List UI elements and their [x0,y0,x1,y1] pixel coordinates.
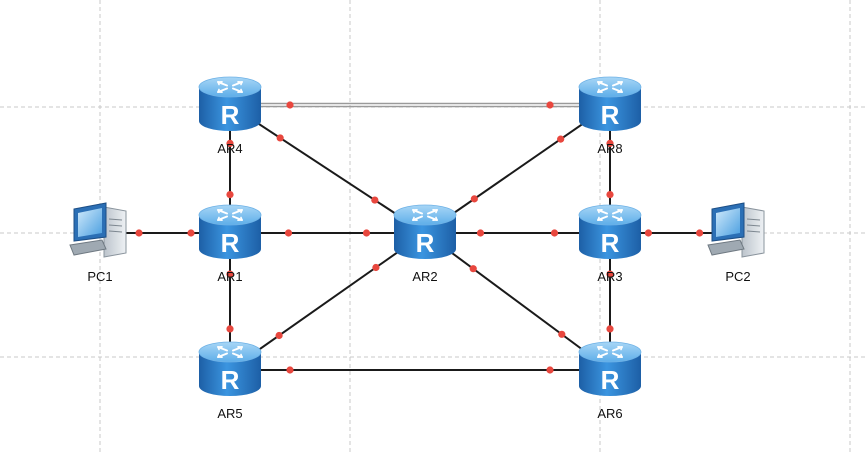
port-dot [546,101,554,109]
port-dot [606,270,614,278]
port-dot [550,229,559,237]
port-dot [606,139,614,147]
port-dot [226,325,234,333]
port-dot [546,366,554,374]
router-r-glyph: R [601,228,620,258]
router-r-glyph: R [221,100,240,130]
port-dot [286,101,294,109]
router-icon: R [578,76,642,131]
port-dot [469,265,477,273]
port-dot [476,229,485,237]
port-dot [362,229,371,237]
device-ar8[interactable]: R AR8 [578,76,642,156]
port-dot [557,135,565,143]
router-icon: R [393,204,457,259]
router-icon: R [198,204,262,259]
port-dot [558,330,566,338]
port-dot [606,191,614,199]
device-ar2[interactable]: R AR2 [393,204,457,284]
port-dot [644,229,653,237]
port-dot [606,325,614,333]
link-ar2-ar5[interactable] [229,232,426,371]
router-r-glyph: R [601,100,620,130]
device-label-ar4: AR4 [217,141,242,156]
device-label-ar8: AR8 [597,141,622,156]
port-dots-layer [135,101,704,374]
device-ar5[interactable]: R AR5 [198,341,262,421]
device-label-pc2: PC2 [725,269,750,284]
port-dot [372,263,380,272]
router-icon: R [198,341,262,396]
router-r-glyph: R [416,228,435,258]
port-dot [284,229,293,237]
device-ar4[interactable]: R AR4 [198,76,262,156]
device-pc2[interactable]: PC2 [707,202,765,284]
device-ar3[interactable]: R AR3 [578,204,642,284]
port-dot [226,139,234,147]
router-icon: R [578,341,642,396]
link-ar8-ar2[interactable] [424,104,611,234]
port-dot [286,366,294,374]
device-label-ar1: AR1 [217,269,242,284]
port-dot [226,191,234,199]
port-dot [226,270,234,278]
device-label-ar3: AR3 [597,269,622,284]
port-dot [276,134,284,142]
device-label-ar5: AR5 [217,406,242,421]
router-icon: R [578,204,642,259]
port-dot [275,331,283,340]
device-ar6[interactable]: R AR6 [578,341,642,421]
router-r-glyph: R [601,365,620,395]
device-pc1[interactable]: PC1 [69,202,127,284]
port-dot [187,229,195,237]
link-ar2-ar6[interactable] [424,232,611,371]
router-icon: R [198,76,262,131]
router-r-glyph: R [221,228,240,258]
port-dot [371,196,379,204]
port-dot [470,195,478,203]
device-label-pc1: PC1 [87,269,112,284]
port-dot [696,229,704,237]
pc-icon [69,202,127,258]
port-dot [135,229,143,237]
link-ar4-ar2[interactable] [229,104,426,234]
device-ar1[interactable]: R AR1 [198,204,262,284]
pc-icon [707,202,765,258]
router-r-glyph: R [221,365,240,395]
device-label-ar2: AR2 [412,269,437,284]
device-label-ar6: AR6 [597,406,622,421]
